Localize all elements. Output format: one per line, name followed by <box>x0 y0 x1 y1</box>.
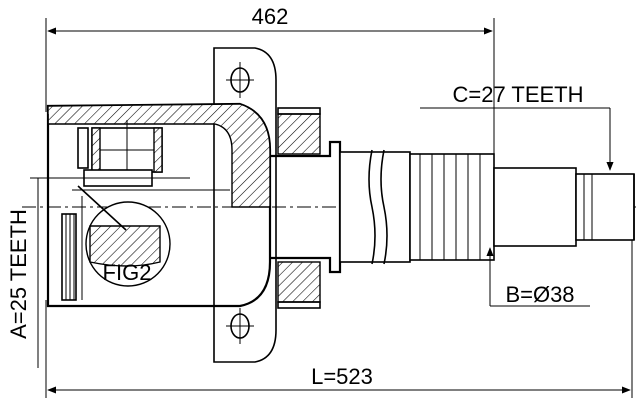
callout-c-teeth: C=27 TEETH <box>420 82 614 171</box>
boot-clamp <box>277 107 321 309</box>
callout-a-teeth: A=25 TEETH <box>6 177 88 368</box>
mounting-flange <box>213 47 277 363</box>
diameter-b-label: B=Ø38 <box>505 282 574 307</box>
shaft <box>270 140 635 274</box>
callout-b-diameter: B=Ø38 <box>486 247 590 307</box>
spline-c-label: C=27 TEETH <box>452 82 583 107</box>
dimension-l523-label: L=523 <box>311 364 373 389</box>
inner-race <box>72 120 230 191</box>
spline-a <box>61 196 83 301</box>
dimension-top-462: 462 <box>45 4 495 160</box>
fig2-label: FIG2 <box>103 260 152 285</box>
dimension-bottom-l523: L=523 <box>45 230 633 398</box>
spline-a-label: A=25 TEETH <box>6 209 31 339</box>
fig2-detail: FIG2 <box>77 185 171 287</box>
dimension-462-label: 462 <box>252 4 289 29</box>
outer-housing <box>46 102 272 308</box>
